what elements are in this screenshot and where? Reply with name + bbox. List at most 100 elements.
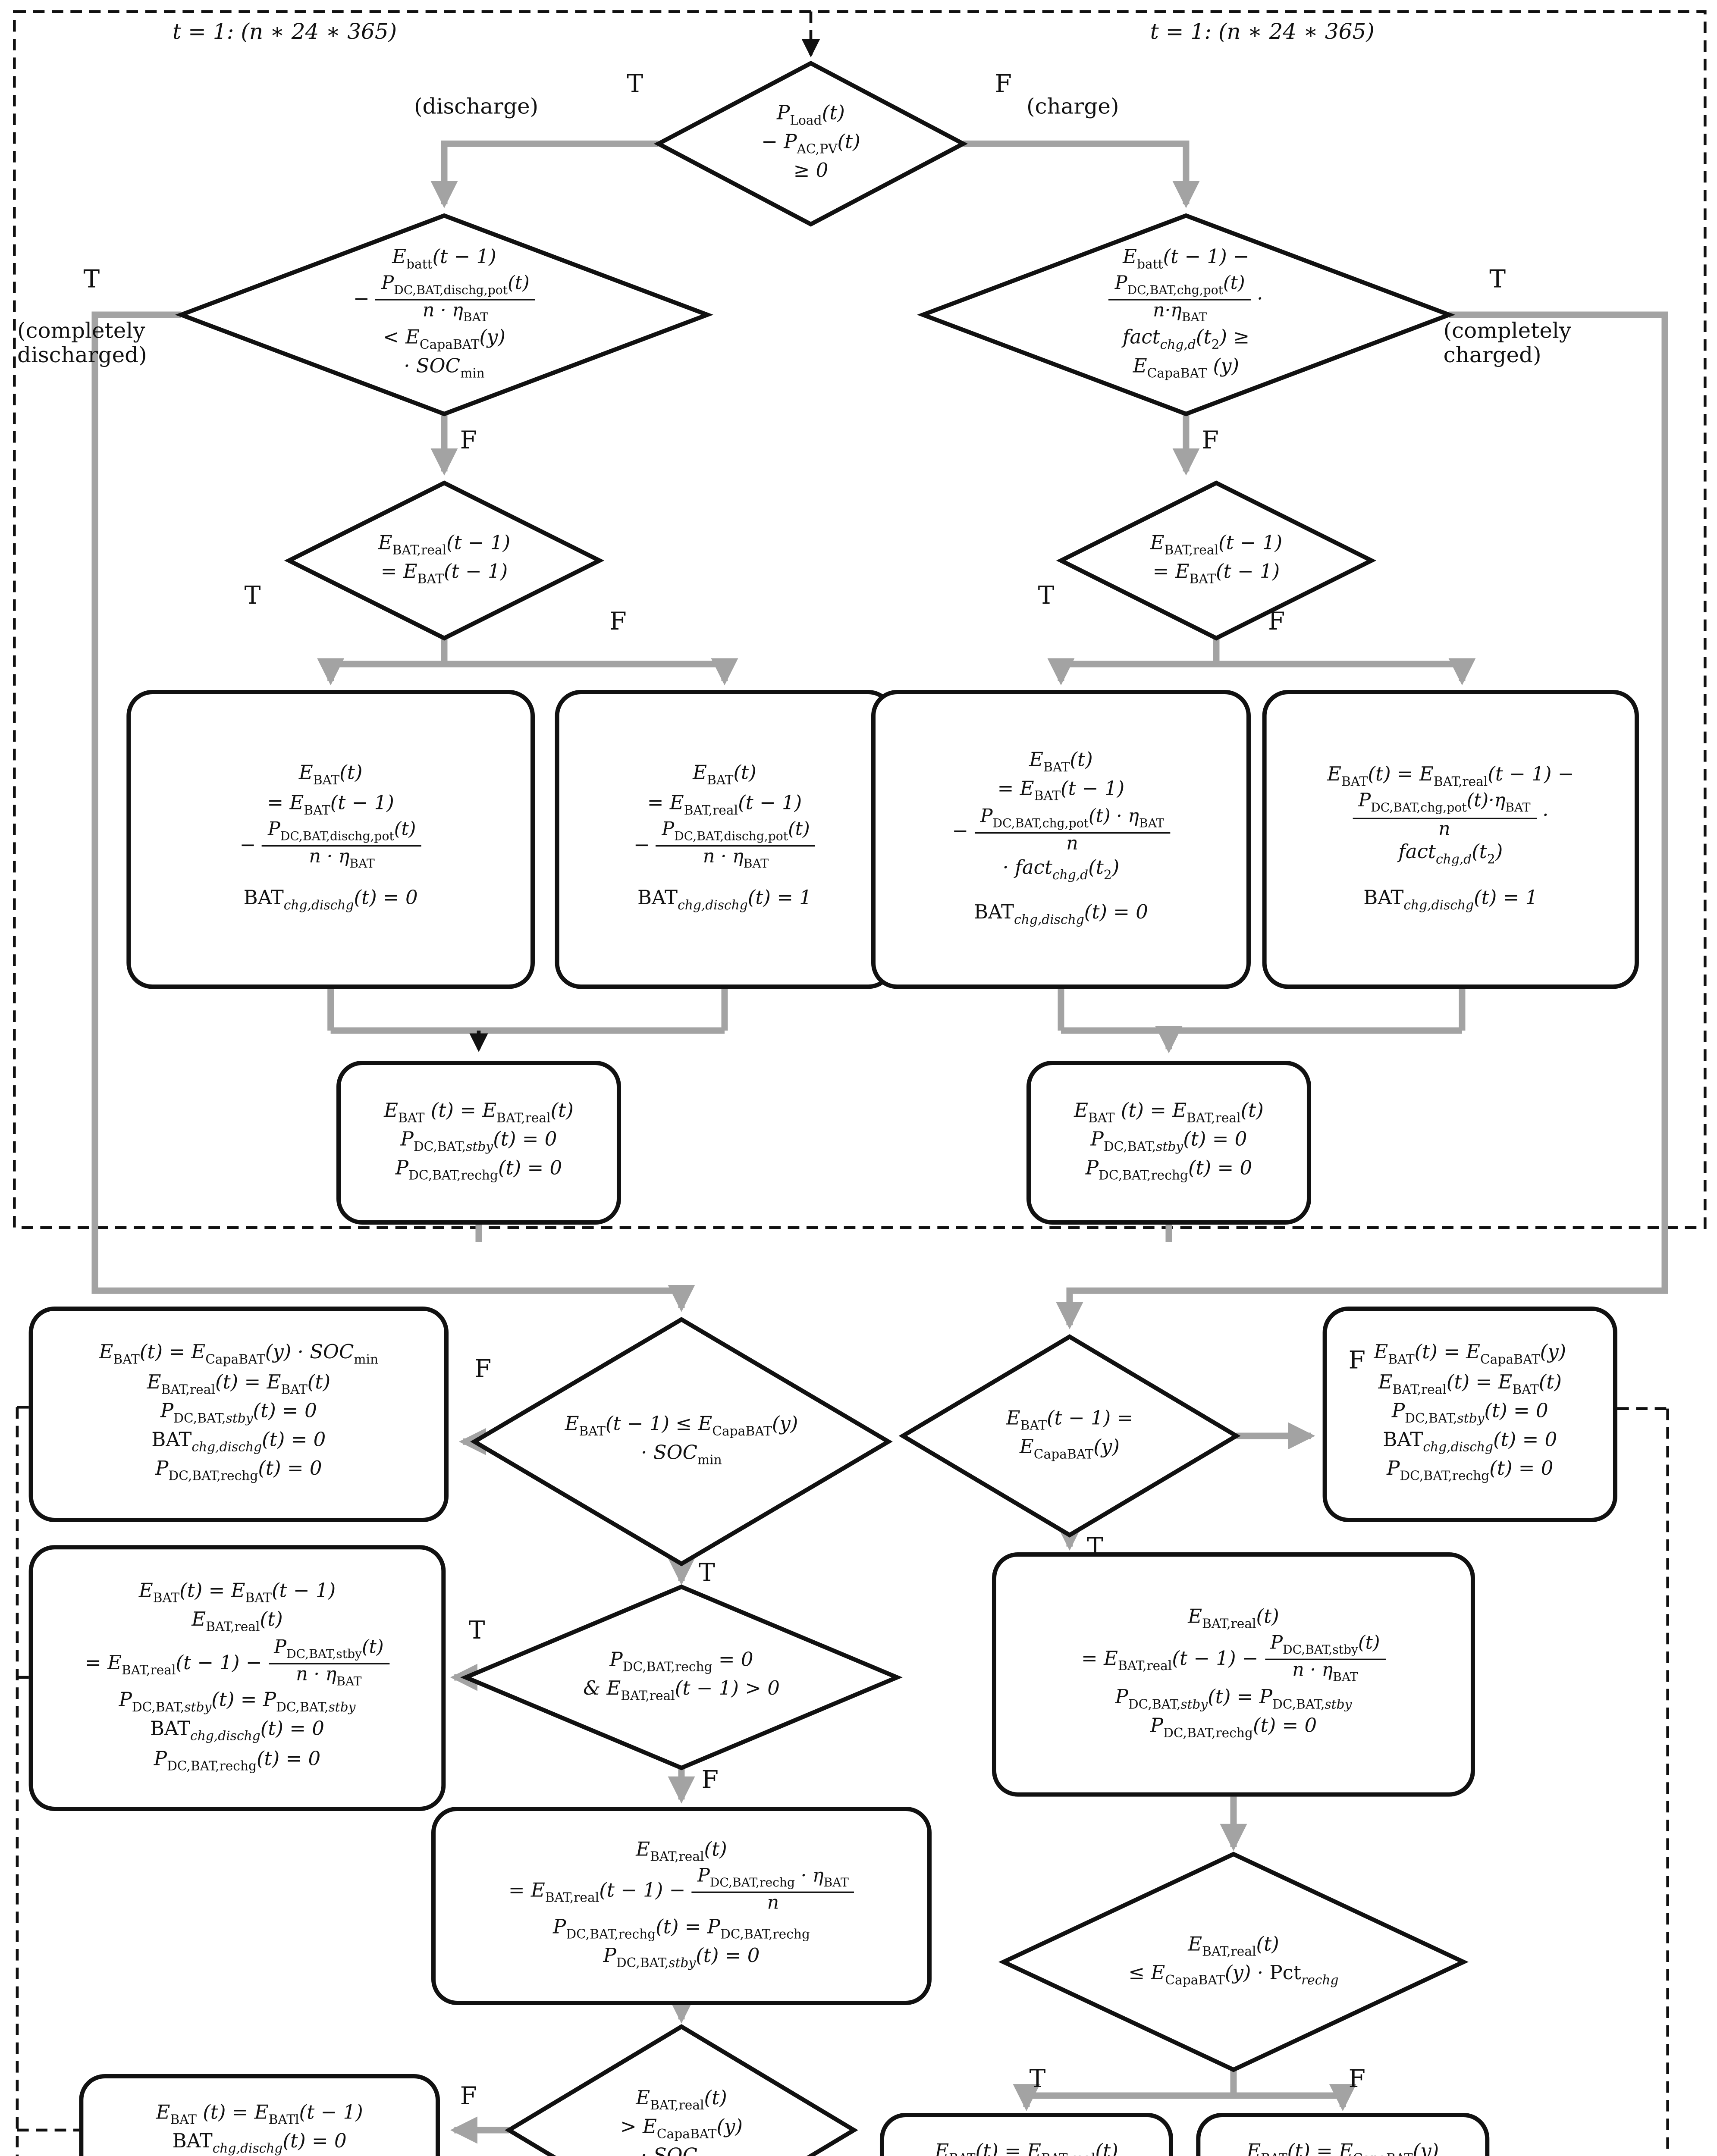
- formula-line: factchg,d(t2) ≥: [1122, 326, 1250, 353]
- formula-line: EBAT(t) = ECapaBAT(y) · SOCmin: [99, 1341, 379, 1369]
- formula-line: EBAT(t) = ECapaBAT(y): [1246, 2140, 1439, 2156]
- edge-d0-false: [963, 140, 1200, 208]
- formula-line: EBAT,real(t): [1188, 1605, 1279, 1632]
- decision-d3-text: EBAT,real(t − 1)= EBAT(t − 1): [308, 529, 581, 592]
- decision-d8-shape: [505, 2024, 858, 2156]
- process-box2: EBAT(t)= EBAT,real(t − 1)− PDC,BAT,disch…: [555, 689, 895, 989]
- formula-line: = EBAT,real(t − 1): [647, 791, 802, 818]
- formula-line: PDC,BAT,rechg(t) = 0: [154, 1747, 321, 1774]
- branch-label-d5-f: F: [474, 1355, 492, 1384]
- branch-label-d9-t: T: [1029, 2065, 1046, 2094]
- decision-d5-shape: [470, 1317, 893, 1567]
- formula-line: PDC,BAT,stby(t) = 0: [1090, 1128, 1247, 1155]
- flow-edges-gray: [91, 140, 1668, 2144]
- decision-d0-shape: [653, 61, 968, 227]
- label-completely-charged: (completely charged): [1443, 317, 1572, 369]
- branch-label-d4-t: T: [1038, 582, 1055, 611]
- formula-line: & EBAT,real(t − 1) > 0: [583, 1677, 780, 1705]
- formula-line: EBAT,real(t − 1): [1150, 531, 1283, 558]
- dashed-boundaries: [13, 10, 1707, 2156]
- edge-left-join: [327, 989, 728, 1034]
- branch-label-d1-f: F: [460, 426, 477, 456]
- branch-label-d9-f: F: [1348, 2065, 1365, 2094]
- edge-completely-discharged-path: [91, 311, 695, 1312]
- formula-line: ≤ ECapaBAT(y) · Pctrechg: [1128, 1962, 1339, 1989]
- formula-line: EBAT(t): [298, 762, 363, 790]
- formula-line: BATchg,dischg(t) = 0: [243, 887, 418, 915]
- formula-line: PDC,BAT,stby(t) = 0: [400, 1128, 557, 1155]
- formula-line: BATchg,dischg(t) = 0: [151, 1429, 326, 1456]
- decision-d4-shape: [1056, 480, 1377, 641]
- formula-line: PDC,BAT,stby(t) = 0: [1391, 1400, 1548, 1427]
- formula-line: = EBAT(t − 1): [1152, 560, 1280, 588]
- formula-line: < ECapaBAT(y): [383, 326, 506, 353]
- formula-line: EBAT(t) = EBAT,real(t): [935, 2140, 1118, 2156]
- decision-d9-text: EBAT,real(t)≤ ECapaBAT(y) · Pctrechg: [1054, 1927, 1413, 1996]
- formula-line: EBAT(t) = ECapaBAT(y): [1374, 1341, 1566, 1369]
- formula-line: PLoad(t): [777, 102, 845, 129]
- formula-line: PDC,BAT,stby(t) = PDC,BAT,stby: [1115, 1685, 1352, 1713]
- formula-line: − PAC,PV(t): [761, 131, 860, 158]
- branch-label-d5-t: T: [698, 1559, 715, 1589]
- decision-d2-text: Ebatt(t − 1) −PDC,BAT,chg,pot(t)n·ηBAT ·…: [1021, 232, 1352, 398]
- branch-label-d3-t: T: [244, 582, 261, 611]
- decision-d5-text: EBAT(t − 1) ≤ ECapaBAT(y)· SOCmin: [502, 1404, 861, 1479]
- formula-line: BATchg,dischg(t) = 0: [973, 900, 1148, 928]
- formula-line: = EBAT(t − 1): [997, 778, 1125, 805]
- formula-line: EBAT,real(t): [636, 1837, 727, 1865]
- formula-line: BATchg,dischg(t) = 0: [172, 2130, 347, 2156]
- decision-d4-text: EBAT,real(t − 1)= EBAT(t − 1): [1080, 529, 1353, 592]
- formula-line: ECapaBAT (y): [1133, 355, 1240, 382]
- edge-merge-stubs: [475, 1224, 1172, 1242]
- branch-label-d7-f: F: [701, 1766, 719, 1796]
- formula-line: EBAT,real(t): [191, 1608, 283, 1636]
- formula-line: Ebatt(t − 1): [392, 245, 496, 273]
- formula-line: PDC,BAT,stby(t) = 0: [160, 1400, 317, 1427]
- formula-line: = EBAT(t − 1): [380, 560, 508, 588]
- process-standby-left: EBAT(t) = EBAT(t − 1)EBAT,real(t)= EBAT,…: [28, 1545, 446, 1811]
- branch-label-d6-f: F: [1348, 1347, 1365, 1376]
- decision-shapes: [175, 61, 1469, 2156]
- decision-d6-shape: [898, 1334, 1241, 1538]
- process-final-chg-false: EBAT(t) = ECapaBAT(y)BATchg,dischg(t) = …: [1196, 2112, 1490, 2156]
- loopback-dashed-right: [1617, 1407, 1669, 2156]
- label-charge: (charge): [1026, 93, 1119, 119]
- decision-d7-text: PDC,BAT,rechg = 0& EBAT,real(t − 1) > 0: [509, 1644, 854, 1710]
- branch-label-d8-f: F: [460, 2082, 477, 2112]
- formula-line: · SOCmin: [404, 355, 485, 382]
- decision-d6-text: EBAT(t − 1) =ECapaBAT(y): [954, 1404, 1184, 1468]
- formula-line: EBAT(t) = EBAT,real(t − 1) −: [1327, 763, 1574, 790]
- formula-line: BATchg,dischg(t) = 1: [637, 887, 812, 915]
- formula-line: PDC,BAT,rechg(t) = 0: [155, 1458, 322, 1485]
- process-side-right: EBAT(t) = ECapaBAT(y)EBAT,real(t) = EBAT…: [1322, 1306, 1617, 1522]
- process-box3: EBAT(t)= EBAT(t − 1)− PDC,BAT,chg,pot(t)…: [871, 689, 1251, 989]
- branch-label-d6-t: T: [1086, 1533, 1103, 1563]
- formula-line: PDC,BAT,rechg = 0: [609, 1648, 753, 1675]
- formula-line: ≥ 0: [793, 160, 829, 183]
- process-final-chg-true: EBAT(t) = EBAT,real(t)BATchg,dischg(t) =…: [879, 2112, 1173, 2156]
- branch-label-d0-f: F: [995, 70, 1012, 99]
- edge-d9-split: [1026, 2069, 1343, 2099]
- formula-line: PDC,BAT,stby(t) = PDC,BAT,stby: [119, 1689, 356, 1716]
- formula-line: EBAT(t − 1) =: [1006, 1407, 1133, 1434]
- decision-d0-text: PLoad(t)− PAC,PV(t)≥ 0: [703, 82, 919, 206]
- formula-line: factchg,d(t2): [1398, 841, 1503, 868]
- iteration-frame: [13, 10, 1707, 1229]
- formula-line: EBAT,real(t): [636, 2086, 727, 2113]
- label-discharge: (discharge): [414, 93, 539, 119]
- label-completely-discharged: (completely discharged): [17, 317, 147, 369]
- formula-line: PDC,BAT,rechg(t) = 0: [395, 1157, 562, 1185]
- formula-line: − PDC,BAT,dischg,pot(t)n · ηBAT: [240, 819, 422, 872]
- decision-d1-shape: [175, 213, 714, 417]
- loopback-dashed-left: [16, 1405, 79, 2156]
- formula-line: PDC,BAT,rechg(t) = 0: [1387, 1458, 1554, 1485]
- decision-d9-shape: [998, 1852, 1469, 2072]
- formula-line: · SOCmin: [641, 2145, 722, 2156]
- formula-line: BATchg,dischg(t) = 0: [150, 1718, 324, 1745]
- branch-label-d2-f: F: [1202, 426, 1219, 456]
- formula-line: BATchg,dischg(t) = 1: [1363, 886, 1538, 913]
- branch-label-d4-f: F: [1268, 608, 1285, 637]
